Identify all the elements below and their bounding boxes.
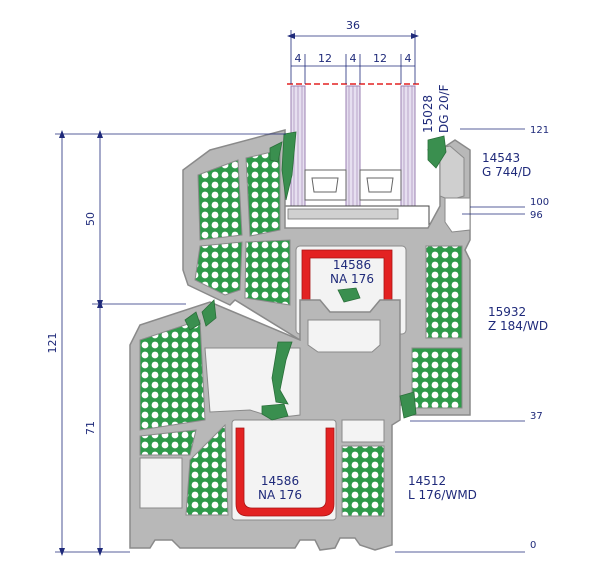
frame-reinforcement-code: 14586 — [261, 474, 299, 488]
glass-segment-5: 4 — [405, 52, 412, 65]
left-dimensions — [55, 130, 286, 556]
glass-total-width: 36 — [346, 19, 360, 32]
level-96: 96 — [530, 210, 543, 221]
level-121: 121 — [530, 125, 549, 136]
glass-unit — [282, 83, 430, 229]
frame-reinforcement-type: NA 176 — [258, 488, 302, 502]
right-level-lines — [395, 128, 525, 553]
frame-reinforcement — [235, 427, 335, 517]
sash-profile-type: Z 184/WD — [488, 319, 548, 333]
gaskets — [184, 131, 447, 421]
sash-reinforcement-code: 14586 — [333, 258, 371, 272]
glass-segment-3: 4 — [350, 52, 357, 65]
level-37: 37 — [530, 411, 543, 422]
glass-type: DG 20/F — [437, 84, 451, 133]
level-0: 0 — [530, 540, 536, 551]
glass-code: 15028 — [421, 95, 435, 133]
level-100: 100 — [530, 197, 549, 208]
glass-segment-1: 4 — [295, 52, 302, 65]
frame-profile-code: 14512 — [408, 474, 446, 488]
frame-profile-type: L 176/WMD — [408, 488, 477, 502]
sash-profile-code: 15932 — [488, 305, 526, 319]
dim-total-height: 121 — [46, 333, 59, 354]
dim-upper-height: 50 — [84, 212, 97, 226]
glazing-bead-type: G 744/D — [482, 165, 531, 179]
glass-segment-4: 12 — [373, 52, 387, 65]
sash-reinforcement-type: NA 176 — [330, 272, 374, 286]
glass-dimensions — [287, 30, 419, 84]
glazing-bead-code: 14543 — [482, 151, 520, 165]
dim-lower-height: 71 — [84, 421, 97, 435]
glass-segment-2: 12 — [318, 52, 332, 65]
